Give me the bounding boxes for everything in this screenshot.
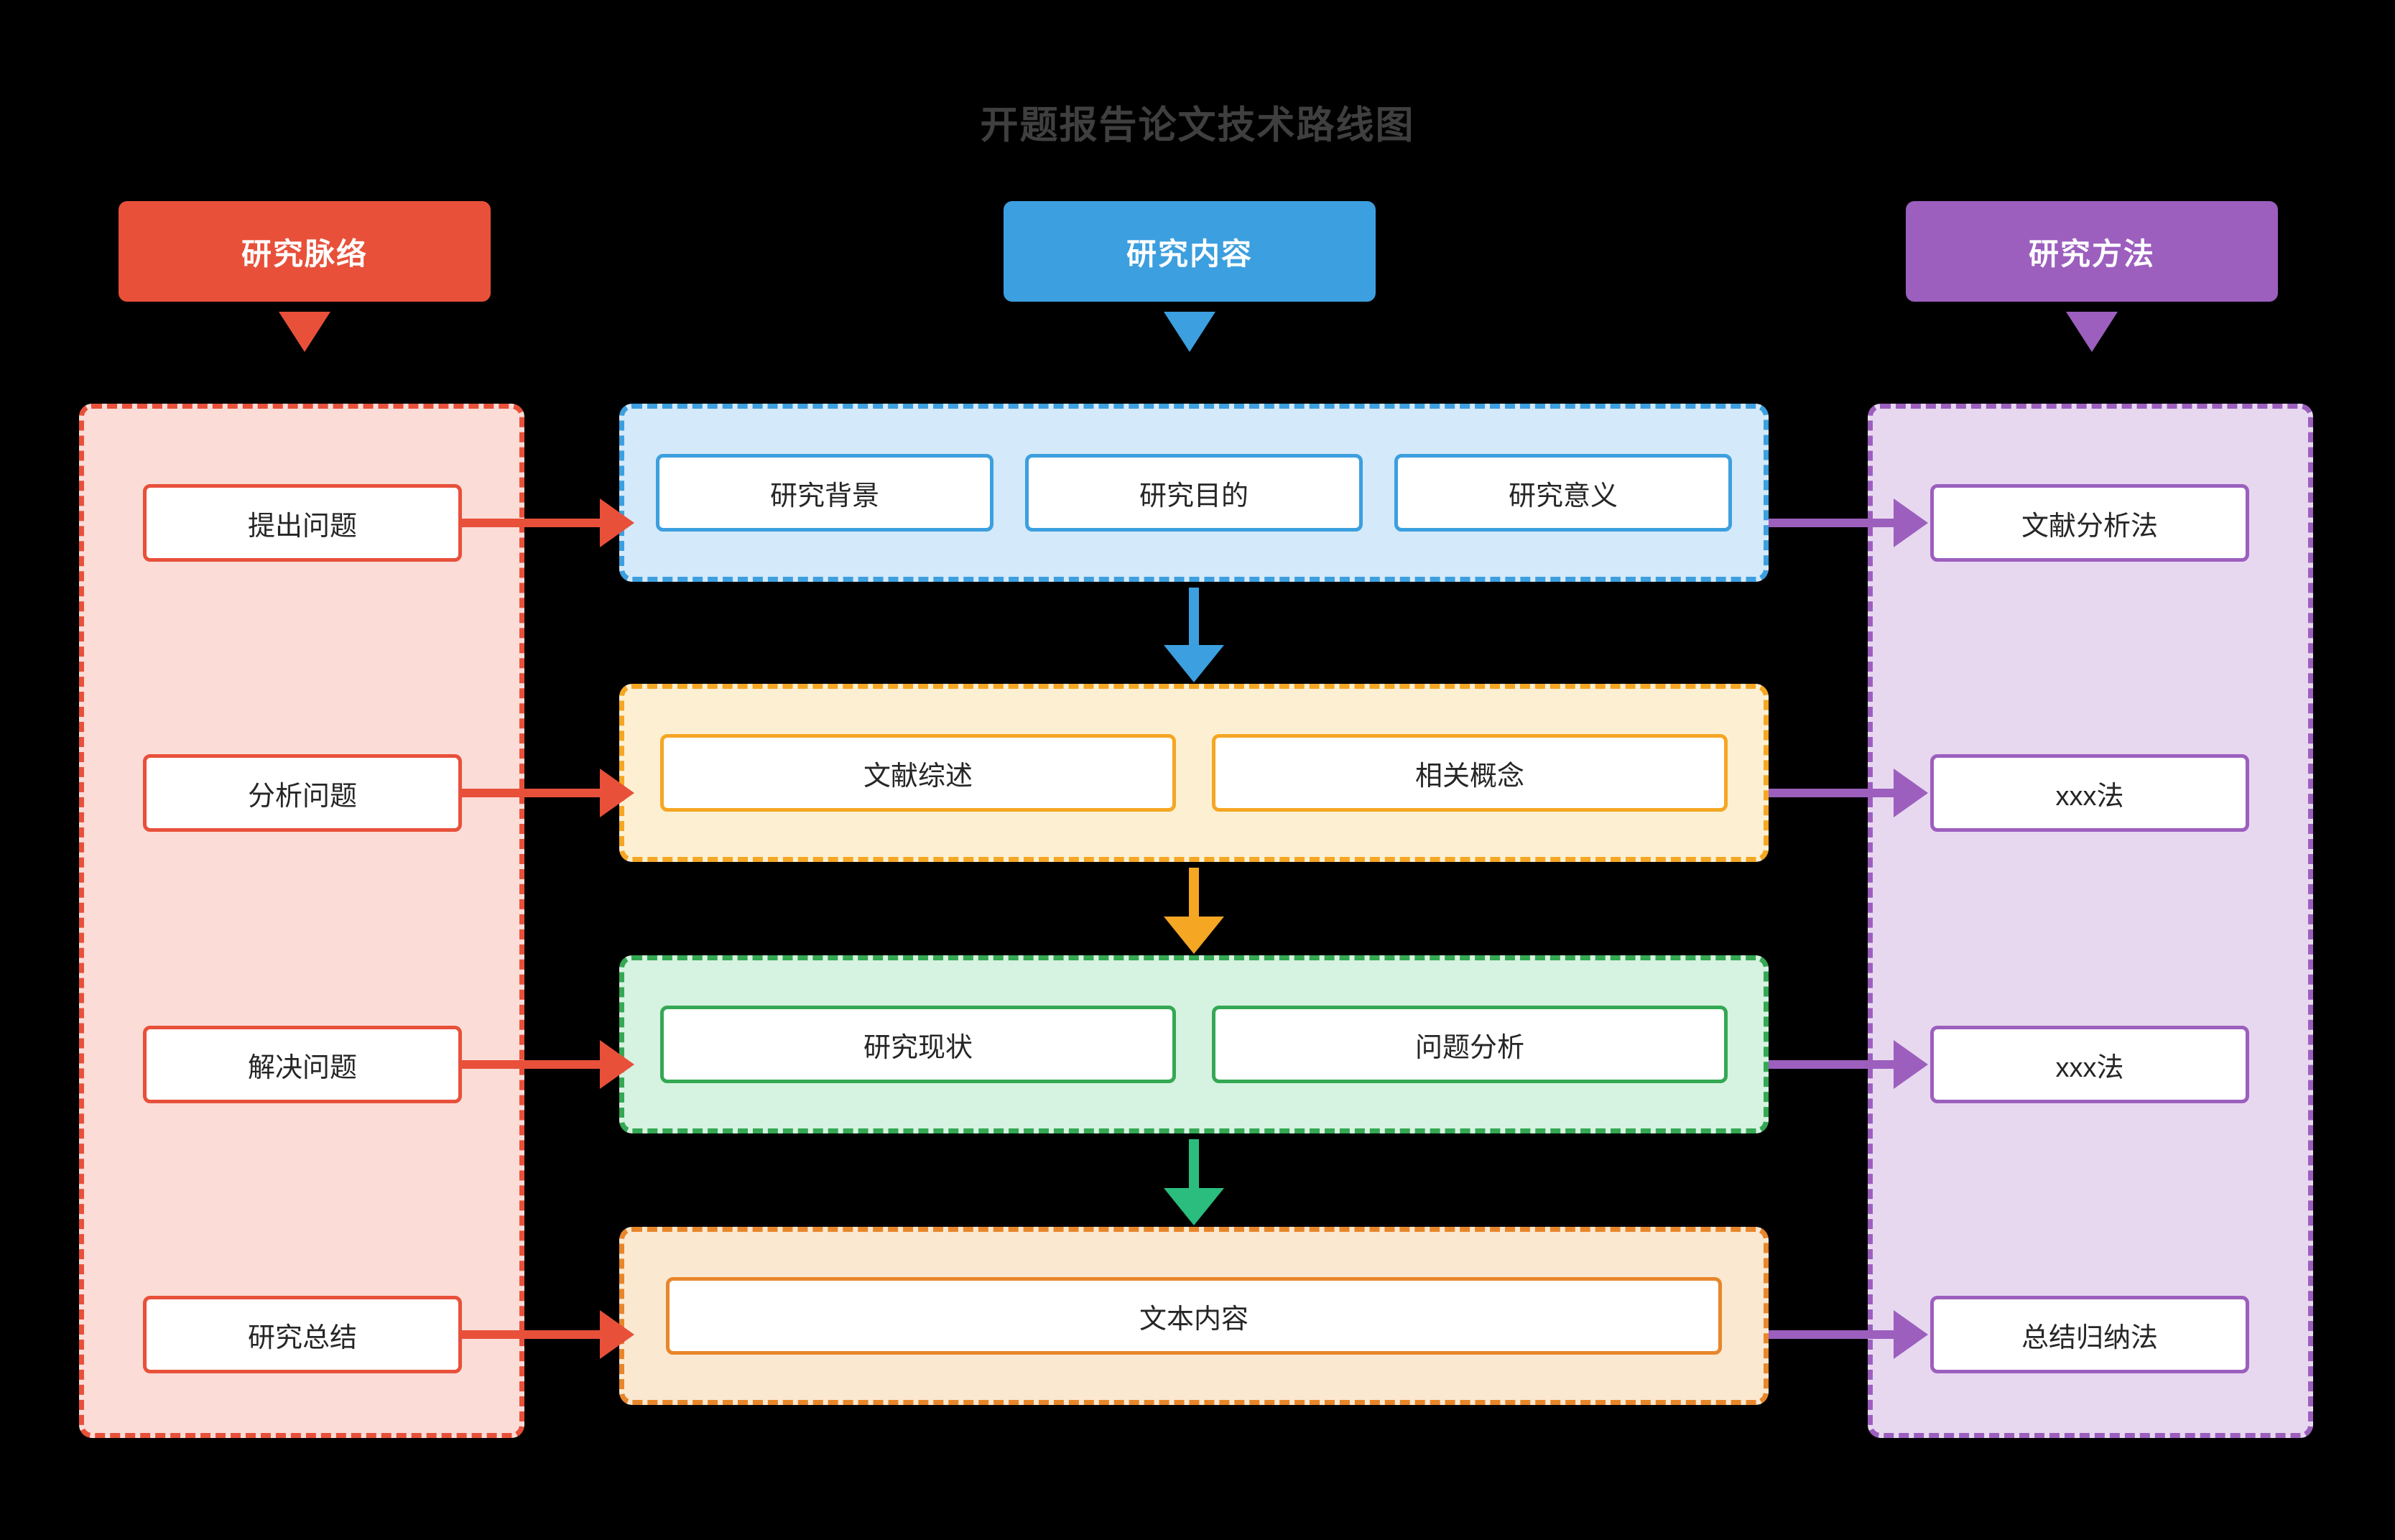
panel-center-row-4: 文本内容 — [619, 1227, 1769, 1405]
node-right-summary-induction[interactable]: 总结归纳法 — [1930, 1296, 2249, 1373]
triangle-down-icon-left — [279, 312, 330, 352]
arrow-shaft — [1769, 1060, 1894, 1069]
arrow-head-down-icon — [1164, 645, 1224, 682]
node-right-literature-analysis[interactable]: 文献分析法 — [1930, 484, 2249, 562]
arrow-shaft — [462, 1330, 600, 1339]
node-center-research-significance[interactable]: 研究意义 — [1394, 454, 1732, 532]
node-right-method-3[interactable]: xxx法 — [1930, 1026, 2249, 1103]
panel-research-context — [79, 404, 524, 1438]
triangle-down-icon-center — [1164, 312, 1215, 352]
node-center-text-content[interactable]: 文本内容 — [666, 1277, 1722, 1355]
arrow-head-right-icon — [600, 1040, 634, 1089]
node-left-research-summary[interactable]: 研究总结 — [143, 1296, 462, 1373]
panel-center-row-1: 研究背景 研究目的 研究意义 — [619, 404, 1769, 582]
arrow-head-right-icon — [1894, 498, 1928, 547]
node-center-literature-review[interactable]: 文献综述 — [660, 734, 1176, 812]
arrow-shaft — [1189, 1139, 1199, 1192]
node-left-analyze-question[interactable]: 分析问题 — [143, 754, 462, 832]
node-center-research-purpose[interactable]: 研究目的 — [1025, 454, 1363, 532]
node-right-method-2[interactable]: xxx法 — [1930, 754, 2249, 832]
arrow-head-right-icon — [1894, 769, 1928, 817]
page-title: 开题报告论文技术路线图 — [980, 104, 1415, 147]
arrow-head-down-icon — [1164, 917, 1224, 954]
arrow-shaft — [1189, 588, 1199, 649]
arrow-head-right-icon — [1894, 1040, 1928, 1089]
arrow-shaft — [1189, 868, 1199, 921]
panel-center-row-3: 研究现状 问题分析 — [619, 955, 1769, 1133]
arrow-head-right-icon — [600, 498, 634, 547]
column-header-research-content[interactable]: 研究内容 — [1004, 201, 1376, 302]
node-center-research-background[interactable]: 研究背景 — [656, 454, 993, 532]
arrow-shaft — [462, 519, 600, 527]
arrow-shaft — [462, 789, 600, 797]
node-left-raise-question[interactable]: 提出问题 — [143, 484, 462, 562]
column-header-research-context[interactable]: 研究脉络 — [119, 201, 491, 302]
node-center-related-concepts[interactable]: 相关概念 — [1212, 734, 1728, 812]
arrow-head-down-icon — [1164, 1188, 1224, 1225]
arrow-shaft — [1769, 519, 1894, 527]
arrow-head-right-icon — [600, 1310, 634, 1359]
panel-center-row-2: 文献综述 相关概念 — [619, 684, 1769, 862]
column-header-research-method[interactable]: 研究方法 — [1906, 201, 2278, 302]
node-left-solve-question[interactable]: 解决问题 — [143, 1026, 462, 1103]
panel-research-method — [1868, 404, 2313, 1438]
node-center-research-status[interactable]: 研究现状 — [660, 1006, 1176, 1083]
triangle-down-icon-right — [2066, 312, 2118, 352]
arrow-head-right-icon — [1894, 1310, 1928, 1359]
node-center-problem-analysis[interactable]: 问题分析 — [1212, 1006, 1728, 1083]
arrow-head-right-icon — [600, 769, 634, 817]
arrow-shaft — [1769, 1330, 1894, 1339]
arrow-shaft — [462, 1060, 600, 1069]
arrow-shaft — [1769, 789, 1894, 797]
